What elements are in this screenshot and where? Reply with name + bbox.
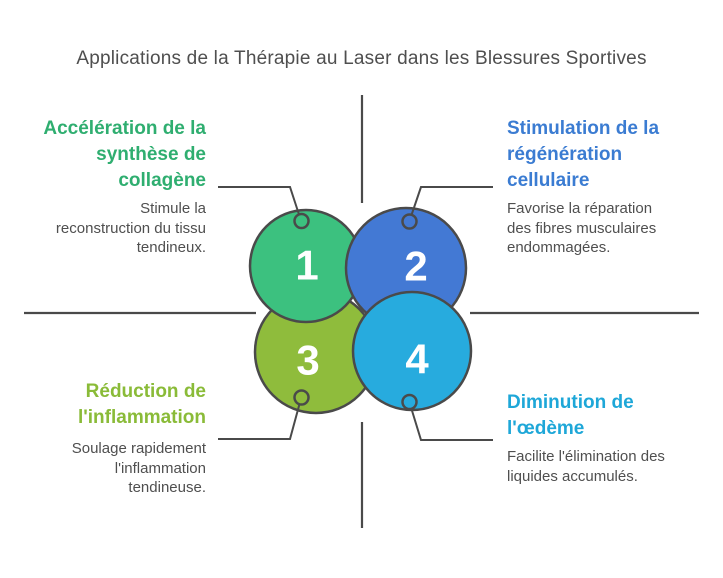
connector-line-2 xyxy=(410,186,493,216)
item-3-description: Soulage rapidement l'inflammation tendin… xyxy=(71,440,206,496)
circle-2-number: 2 xyxy=(404,243,427,290)
circle-3-number: 3 xyxy=(296,337,319,384)
connector-line-4 xyxy=(410,408,493,441)
circle-numbers: 1 2 3 4 xyxy=(295,242,429,384)
item-2-heading: Stimulation de la régénération cellulair… xyxy=(507,118,660,191)
connector-ring-3-icon xyxy=(293,389,310,406)
connectors xyxy=(218,186,493,441)
connector-ring-4-icon xyxy=(401,393,418,411)
connector-ring-2-icon xyxy=(401,213,418,230)
item-4-description: Facilite l'élimination des liquides accu… xyxy=(507,448,665,485)
item-3-heading: Réduction de l'inflammation xyxy=(77,381,206,428)
connector-ring-1-icon xyxy=(293,212,310,230)
item-4-heading: Diminution de l'œdème xyxy=(507,392,634,439)
item-1-heading: Accélération de la synthèse de collagène xyxy=(43,118,206,191)
circle-4-number: 4 xyxy=(405,336,429,383)
axis-lines xyxy=(24,95,699,528)
circle-cluster xyxy=(248,206,473,415)
page-title: Applications de la Thérapie au Laser dan… xyxy=(76,48,647,69)
connector-line-1 xyxy=(218,186,300,215)
item-1-description: Stimule la reconstruction du tissu tendi… xyxy=(55,200,206,256)
item-2-description: Favorise la réparation des fibres muscul… xyxy=(507,200,657,256)
circle-1-number: 1 xyxy=(295,242,318,289)
connector-line-3 xyxy=(218,403,301,440)
